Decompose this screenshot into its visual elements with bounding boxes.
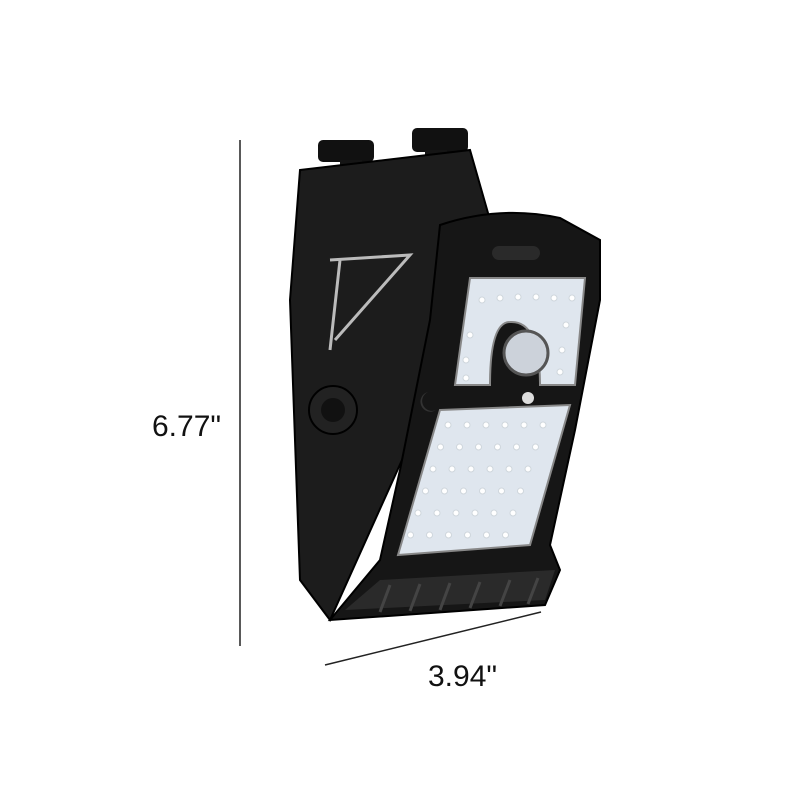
led	[407, 531, 414, 539]
led	[456, 443, 463, 451]
led	[475, 443, 482, 451]
led	[433, 509, 441, 517]
led	[505, 465, 513, 473]
led	[471, 509, 479, 517]
led	[479, 487, 486, 495]
upper-led-panel	[453, 277, 587, 386]
led	[426, 531, 433, 539]
led	[486, 465, 494, 473]
lower-leds	[407, 421, 547, 539]
led	[460, 487, 467, 495]
led	[464, 531, 471, 539]
led	[517, 487, 524, 495]
led	[501, 421, 509, 429]
led	[414, 509, 422, 517]
led	[483, 531, 490, 539]
led	[513, 443, 520, 451]
led	[524, 465, 532, 473]
speaker-grille	[492, 246, 540, 260]
wire-spring	[328, 253, 414, 351]
led	[441, 487, 448, 495]
led	[482, 421, 490, 429]
led	[498, 487, 505, 495]
width-label: 3.94"	[428, 660, 498, 693]
led	[445, 531, 452, 539]
led	[539, 421, 547, 429]
width-dimension-line	[324, 611, 542, 666]
led	[452, 509, 460, 517]
led	[532, 443, 539, 451]
led	[429, 465, 437, 473]
led	[422, 487, 429, 495]
led	[437, 443, 444, 451]
lower-led-panel	[396, 403, 572, 557]
motion-sensor	[502, 329, 550, 377]
led	[463, 421, 471, 429]
led	[494, 443, 501, 451]
led	[502, 531, 509, 539]
upper-leds	[462, 293, 576, 382]
led	[448, 465, 456, 473]
led	[467, 465, 475, 473]
led	[444, 421, 452, 429]
led	[509, 509, 517, 517]
led	[490, 509, 498, 517]
height-label: 6.77"	[152, 410, 222, 443]
led	[520, 421, 528, 429]
